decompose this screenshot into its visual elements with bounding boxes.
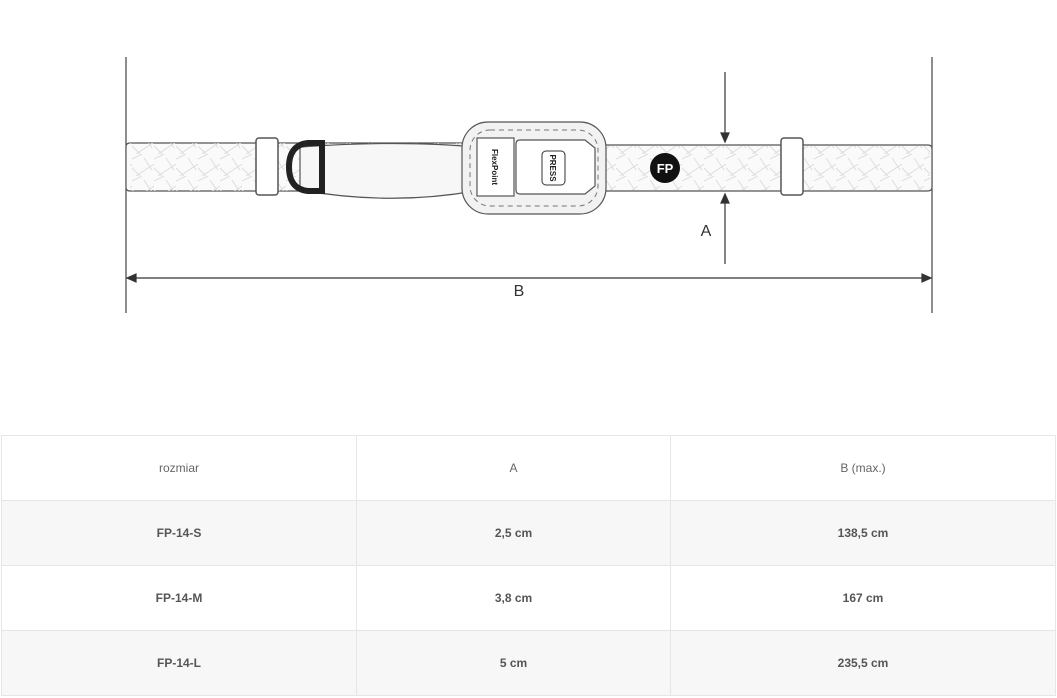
buckle-brand: FlexPoint xyxy=(490,149,499,185)
header-a: A xyxy=(356,435,671,501)
slider-left xyxy=(255,137,279,196)
slider-right xyxy=(780,137,804,196)
fp-logo-text: FP xyxy=(657,161,674,176)
cell-size: FP-14-L xyxy=(1,630,357,696)
cell-a: 3,8 cm xyxy=(356,565,671,631)
dimension-b-label: B xyxy=(514,283,525,300)
press-button xyxy=(541,150,566,186)
table-header-row: rozmiar A B (max.) xyxy=(1,435,1056,501)
dimension-a-label: A xyxy=(701,223,712,240)
cell-a: 5 cm xyxy=(356,630,671,696)
cell-size: FP-14-S xyxy=(1,500,357,566)
table-row: FP-14-M 3,8 cm 167 cm xyxy=(1,565,1056,631)
buckle-male xyxy=(476,137,515,197)
cell-a: 2,5 cm xyxy=(356,500,671,566)
size-table: rozmiar A B (max.) FP-14-S 2,5 cm 138,5 … xyxy=(1,435,1056,696)
cell-size: FP-14-M xyxy=(1,565,357,631)
strap-loop xyxy=(299,142,476,199)
press-label: PRESS xyxy=(548,154,557,182)
header-b: B (max.) xyxy=(670,435,1056,501)
header-size: rozmiar xyxy=(1,435,357,501)
table-row: FP-14-L 5 cm 235,5 cm xyxy=(1,630,1056,696)
dimension-b-arrow xyxy=(125,273,933,283)
cell-b: 138,5 cm xyxy=(670,500,1056,566)
d-ring-icon xyxy=(285,140,325,194)
cell-b: 235,5 cm xyxy=(670,630,1056,696)
strap-diagram: FlexPoint PRESS FP A B xyxy=(125,57,933,313)
fp-logo: FP xyxy=(650,153,680,183)
dimension-a-arrows xyxy=(720,72,730,264)
table-row: FP-14-S 2,5 cm 138,5 cm xyxy=(1,500,1056,566)
cell-b: 167 cm xyxy=(670,565,1056,631)
